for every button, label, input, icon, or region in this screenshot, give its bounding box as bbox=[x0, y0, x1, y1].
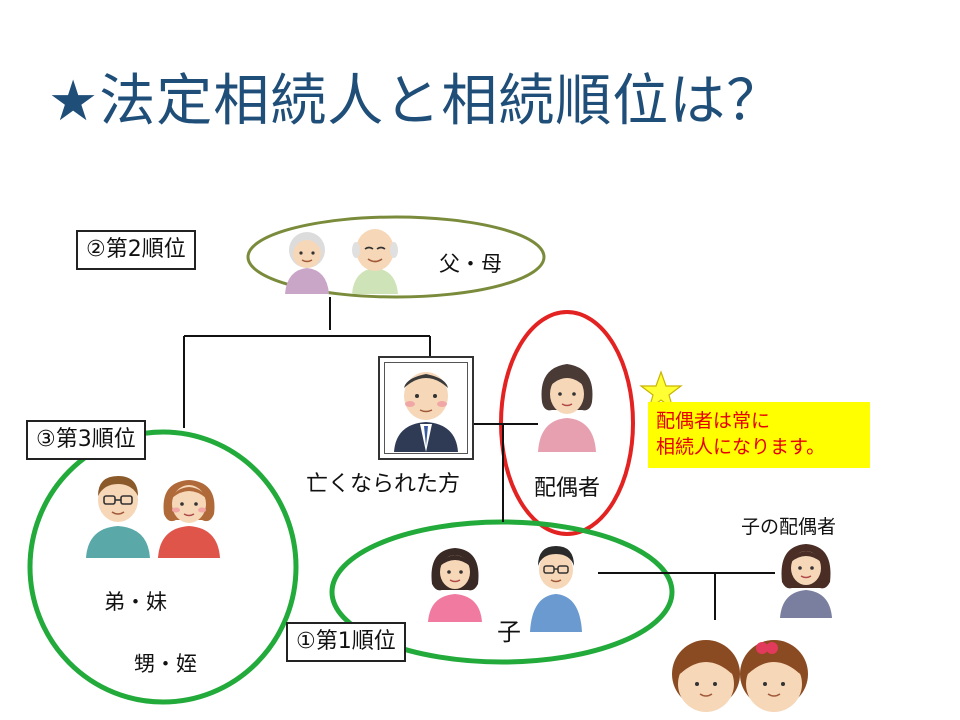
grandchildren-illustration bbox=[672, 640, 808, 712]
rank2-members: 父・母 bbox=[439, 252, 502, 276]
deceased-label: 亡くなられた方 bbox=[306, 472, 461, 497]
spouse-note: 配偶者は常に 相続人になります。 bbox=[648, 402, 870, 468]
rank2-ellipse bbox=[246, 215, 546, 299]
rank3-nephews: 甥・姪 bbox=[134, 652, 197, 676]
child-spouse-illustration bbox=[780, 544, 832, 618]
page-title: ★法定相続人と相続順位は？ bbox=[48, 69, 784, 134]
brother-illustration bbox=[86, 476, 150, 558]
rank1-label: ①第1順位 bbox=[286, 622, 406, 662]
deceased-illustration bbox=[394, 372, 458, 452]
daughter-illustration bbox=[428, 548, 482, 622]
rank3-label: ③第3順位 bbox=[26, 420, 146, 460]
grandmother-illustration bbox=[285, 232, 329, 294]
rank3-siblings: 弟・妹 bbox=[104, 590, 167, 614]
spouse-label: 配偶者 bbox=[534, 476, 601, 501]
tree-lines bbox=[183, 297, 775, 620]
spouse-illustration bbox=[538, 364, 596, 452]
rank1-child: 子 bbox=[497, 618, 521, 646]
grandfather-illustration bbox=[352, 229, 398, 294]
rank3-circle bbox=[27, 429, 299, 705]
rank2-label: ②第2順位 bbox=[76, 230, 196, 270]
spouse-note-line1: 配偶者は常に bbox=[656, 410, 771, 432]
sister-illustration bbox=[158, 480, 220, 558]
spouse-note-line2: 相続人になります。 bbox=[656, 436, 826, 458]
star-icon bbox=[639, 370, 683, 411]
child-spouse-label: 子の配偶者 bbox=[741, 516, 837, 538]
son-illustration bbox=[530, 546, 582, 632]
deceased-portrait-frame bbox=[378, 356, 474, 460]
